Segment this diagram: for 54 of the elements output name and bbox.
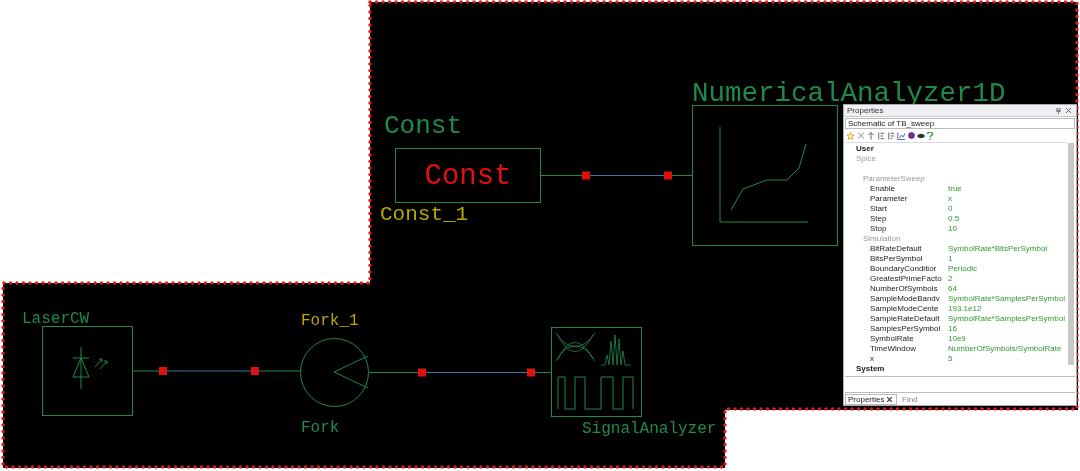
property-name: x xyxy=(870,354,874,364)
property-value: 1 xyxy=(948,254,953,264)
property-name: Stop xyxy=(870,224,887,234)
module-name: LaserCW xyxy=(22,311,90,327)
property-name: BitsPerSymbol xyxy=(870,254,923,264)
property-name: SampleRateDefault xyxy=(870,314,940,324)
property-value: 10 xyxy=(948,224,957,234)
property-name: BoundaryConditior xyxy=(870,264,937,274)
module-name: NumericalAnalyzer1D xyxy=(692,80,1006,108)
property-name: BitRateDefault xyxy=(870,244,922,254)
category-name: System xyxy=(856,364,885,374)
tab-label: Find xyxy=(902,395,918,405)
property-name: SymbolRate xyxy=(870,334,914,344)
category-name: ParameterSweep xyxy=(863,174,925,184)
property-value: 64 xyxy=(948,284,957,294)
module-name: Const xyxy=(384,113,462,139)
category-name: Simulation xyxy=(863,234,901,244)
property-value: SymbolRate*SamplesPerSymbol xyxy=(948,294,1065,304)
wire xyxy=(368,371,552,374)
property-name: TimeWindow xyxy=(870,344,916,354)
property-value: NumberOfSymbols/SymbolRate xyxy=(948,344,1062,354)
property-name: Step xyxy=(870,214,887,224)
module-name: SignalAnalyzer xyxy=(582,421,717,437)
property-value: 10e9 xyxy=(948,334,966,344)
category-name: Spice xyxy=(856,154,876,164)
input-field: Schematic of TB_sweep xyxy=(845,118,1075,129)
property-name: GreatestPrimeFacto xyxy=(870,274,942,284)
property-name: Start xyxy=(870,204,887,214)
module-name: Fork xyxy=(301,420,340,436)
instance-name: Fork_1 xyxy=(301,313,359,329)
property-name: SamplesPerSymbol xyxy=(870,324,941,334)
property-name: SampleModeBandv xyxy=(870,294,940,304)
panel-title: Properties xyxy=(847,106,884,116)
property-value: 2 xyxy=(948,274,953,284)
property-value: 0 xyxy=(948,204,953,214)
property-value: 193.1e12 xyxy=(948,304,982,314)
property-value: 16 xyxy=(948,324,957,334)
property-value: Periodic xyxy=(948,264,977,274)
category-name: User xyxy=(856,144,874,154)
property-value: SymbolRate*BitsPerSymbol xyxy=(948,244,1048,254)
property-name: Enable xyxy=(870,184,895,194)
property-value: true xyxy=(948,184,962,194)
tab: Properties xyxy=(845,394,898,405)
property-value: SymbolRate*SamplesPerSymbol xyxy=(948,314,1065,324)
instance-name: Const_1 xyxy=(380,204,469,225)
property-value: 0.5 xyxy=(948,214,960,224)
property-value: 5 xyxy=(948,354,953,364)
property-name: Parameter xyxy=(870,194,908,204)
property-value: x xyxy=(948,194,952,204)
property-name: NumberOfSymbols xyxy=(870,284,938,294)
property-name: SampleModeCente xyxy=(870,304,939,314)
wire xyxy=(132,370,301,372)
module-label: Const xyxy=(423,161,513,190)
wire xyxy=(540,174,693,177)
